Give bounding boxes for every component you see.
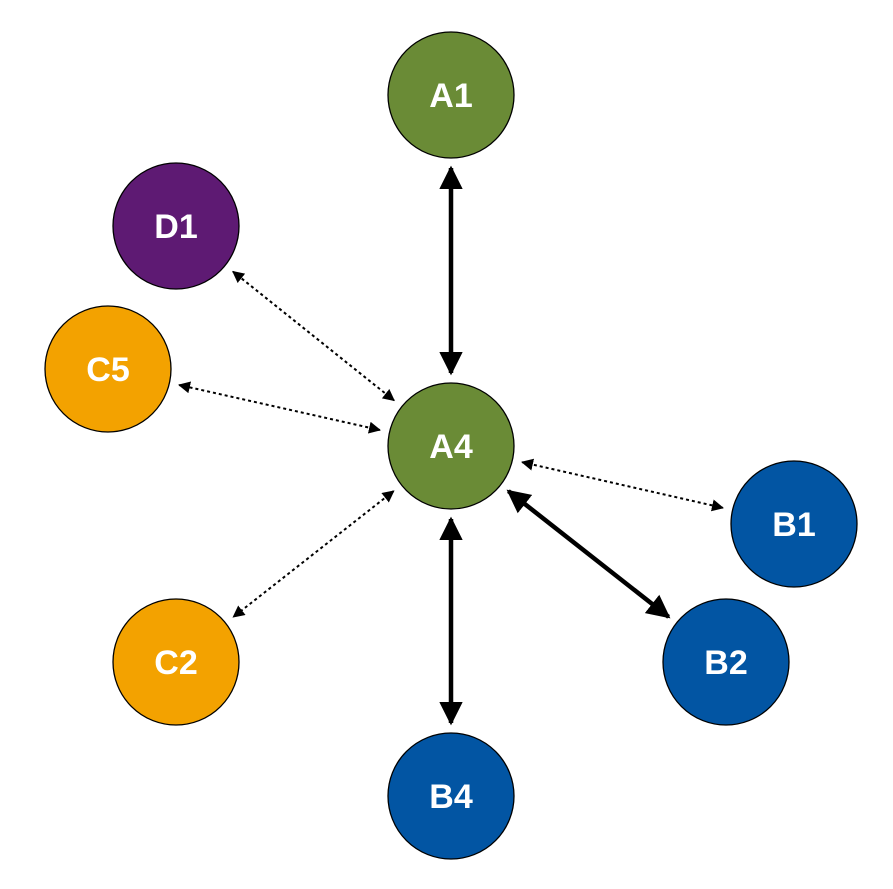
node-circle-b4 bbox=[387, 732, 515, 860]
node-label-a4: A4 bbox=[429, 428, 473, 466]
node-label-b4: B4 bbox=[429, 778, 473, 816]
node-circle-b2 bbox=[662, 598, 790, 726]
edge-a4-b2 bbox=[506, 489, 671, 619]
node-a1: A1 bbox=[387, 31, 515, 159]
node-label-a1: A1 bbox=[429, 77, 472, 115]
node-circle-a1 bbox=[387, 31, 515, 159]
edge-a4-c5 bbox=[178, 381, 381, 434]
edges bbox=[178, 165, 724, 726]
node-circle-a4 bbox=[387, 382, 515, 510]
node-circle-c2 bbox=[112, 598, 240, 726]
node-label-c5: C5 bbox=[86, 351, 129, 389]
node-b4: B4 bbox=[387, 732, 515, 860]
edge-a4-b1 bbox=[521, 458, 724, 512]
node-label-b2: B2 bbox=[704, 644, 747, 682]
node-label-c2: C2 bbox=[154, 644, 197, 682]
node-b2: B2 bbox=[662, 598, 790, 726]
node-circle-b1 bbox=[730, 460, 858, 588]
node-a4: A4 bbox=[387, 382, 515, 510]
node-circle-c5 bbox=[44, 305, 172, 433]
node-circle-d1 bbox=[112, 162, 240, 290]
edge-a4-c2 bbox=[232, 490, 395, 618]
node-d1: D1 bbox=[112, 162, 240, 290]
node-label-b1: B1 bbox=[772, 506, 815, 544]
edge-a4-d1 bbox=[232, 270, 395, 402]
node-c2: C2 bbox=[112, 598, 240, 726]
node-c5: C5 bbox=[44, 305, 172, 433]
node-b1: B1 bbox=[730, 460, 858, 588]
node-label-d1: D1 bbox=[154, 208, 197, 246]
